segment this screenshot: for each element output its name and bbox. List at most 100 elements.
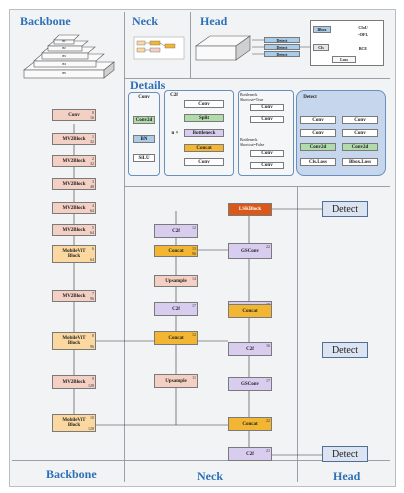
details-conv-silu: SiLU [133, 154, 155, 162]
backbone-conv-label: Conv [68, 112, 80, 118]
backbone-mv2block-1: MV2Block 1 32 [52, 133, 96, 145]
backbone-mobilevit-2: MobileViT Block 8 96 [52, 332, 96, 350]
backbone-mobilevit-1: MobileViT Block 6 64 [52, 245, 96, 263]
head-overview-graphic [195, 35, 310, 61]
backbone-mobilevit-3-idx: 10 [90, 415, 94, 420]
backbone-mv2block-3-label: MV2Block [62, 181, 86, 187]
backbone-mv2block-7: MV2Block 9 128 [52, 375, 96, 389]
neck-concat-1-idx: 13 [192, 246, 196, 251]
loss-cls: Cls [313, 44, 329, 51]
backbone-mv2block-5-idx: 5 [92, 225, 94, 230]
neck-c2f-4-label: C2f [246, 346, 254, 352]
neck-overview-graphic [133, 36, 185, 60]
details-conv-conv2d: Conv2d [133, 116, 155, 124]
backbone-mobilevit-3: MobileViT Block 10 128 [52, 414, 96, 432]
neck-concat-4-label: Concat [242, 421, 258, 427]
divider-details [124, 186, 390, 187]
neck-upsample-1-idx: 14 [192, 276, 196, 281]
section-title-backbone-bottom: Backbone [46, 467, 97, 481]
pyramid-label-p2: P2 [62, 45, 66, 50]
pyramid-label-p3: P3 [62, 53, 66, 58]
details-c2f-conv-bottom: Conv [184, 158, 224, 166]
details-detect-conv2d-1: Conv2d [300, 143, 336, 151]
backbone-mv2block-6-idx: 7 [92, 291, 94, 296]
backbone-mobilevit-1-idx: 6 [92, 246, 94, 251]
neck-gsconv-1-label: GSConv [240, 248, 260, 254]
neck-c2f-5-label: C2f [246, 451, 254, 457]
backbone-mv2block-7-label: MV2Block [62, 379, 86, 385]
backbone-mobilevit-1-label: MobileViT Block [62, 249, 86, 259]
backbone-mv2block-4: MV2Block 4 64 [52, 202, 96, 214]
section-title-neck-top: Neck [132, 14, 158, 28]
backbone-conv: Conv 0 16 [52, 109, 96, 121]
details-c2f-title: C2f [170, 92, 178, 98]
backbone-mv2block-4-idx: 4 [92, 203, 94, 208]
divider-bottom [12, 460, 390, 461]
backbone-mobilevit-2-ch: 96 [90, 344, 94, 349]
divider-neck-head [297, 186, 298, 482]
neck-c2f-5-idx: 21 [266, 448, 270, 453]
neck-c2f-1: C2f 12 [154, 224, 198, 238]
backbone-mv2block-4-ch: 64 [90, 208, 94, 213]
loss-dfl: +DFL [357, 31, 369, 37]
details-detect-conv-3: Conv [300, 129, 336, 137]
details-detect-conv2d-2: Conv2d [342, 143, 378, 151]
neck-concat-1-label: Concat [168, 248, 184, 254]
neck-concat-2-idx: 12 [192, 332, 196, 337]
overview-detect-2: Detect [264, 44, 300, 50]
backbone-mv2block-3-ch: 48 [90, 184, 94, 189]
neck-concat-1: Concat 13 96 [154, 245, 198, 257]
loss-bce: BCE [358, 45, 368, 51]
backbone-mv2block-2-label: MV2Block [62, 158, 86, 164]
backbone-conv-ch: 16 [90, 115, 94, 120]
backbone-pyramid [23, 34, 115, 79]
divider-backbone [124, 78, 125, 482]
backbone-mv2block-6-ch: 96 [90, 296, 94, 301]
neck-c2f-5: C2f 21 [228, 447, 272, 461]
details-bottleneck-true-title: Bottleneck [240, 92, 258, 97]
neck-gsconv-1: GSConv 22 [228, 243, 272, 259]
neck-c2f-1-idx: 12 [192, 225, 196, 230]
neck-c2f-4: C2f 16 [228, 342, 272, 356]
neck-gsconv-2-idx: 17 [266, 378, 270, 383]
neck-c2f-2: C2f 17 [154, 302, 198, 316]
details-bottleneck-false-sub: Shortcut=False [240, 142, 265, 147]
neck-concat-1-ch: 96 [192, 251, 196, 256]
backbone-mv2block-3: MV2Block 3 48 [52, 178, 96, 190]
neck-gsconv-2: GSConv 17 [228, 377, 272, 391]
neck-concat-3: Concat [228, 304, 272, 318]
neck-concat-4: Concat 22 [228, 417, 272, 431]
backbone-mv2block-6: MV2Block 7 96 [52, 290, 96, 302]
neck-c2f-4-idx: 16 [266, 343, 270, 348]
neck-upsample-2-idx: 11 [192, 375, 196, 380]
details-detect-conv-4: Conv [342, 129, 378, 137]
section-title-details: Details [130, 78, 166, 92]
backbone-mv2block-1-label: MV2Block [62, 136, 86, 142]
details-c2f-repeat: n × [171, 130, 179, 136]
backbone-mobilevit-3-label: MobileViT Block [62, 418, 86, 428]
backbone-mv2block-7-ch: 128 [88, 383, 94, 388]
section-title-neck-bottom: Neck [197, 469, 223, 483]
divider-backbone-neck-top [124, 12, 125, 78]
neck-concat-3-label: Concat [242, 308, 258, 314]
details-c2f-split: Split [184, 114, 224, 122]
backbone-mv2block-2-idx: 2 [92, 156, 94, 161]
neck-upsample-2-label: Upsample [165, 378, 187, 384]
neck-c2f-1-label: C2f [172, 228, 180, 234]
details-bottleneck-conv-1: Conv [250, 104, 284, 111]
loss-bbox: Bbox [313, 26, 331, 33]
details-bottleneck-conv-3: Conv [250, 150, 284, 157]
neck-concat-2-label: Concat [168, 335, 184, 341]
head-detect-3: Detect [322, 446, 368, 462]
loss-total: Loss [332, 56, 356, 63]
details-conv-bn: BN [133, 135, 155, 143]
details-detect-bbox-loss: Bbox.Loss [342, 158, 378, 166]
neck-upsample-1: Upsample 14 [154, 275, 198, 287]
backbone-mv2block-1-idx: 1 [92, 134, 94, 139]
pyramid-label-p4: P4 [62, 61, 66, 66]
backbone-mv2block-5-ch: 64 [90, 230, 94, 235]
neck-gsconv-1-idx: 22 [266, 244, 270, 249]
backbone-mobilevit-2-idx: 8 [92, 333, 94, 338]
details-bottleneck-conv-2: Conv [250, 116, 284, 123]
